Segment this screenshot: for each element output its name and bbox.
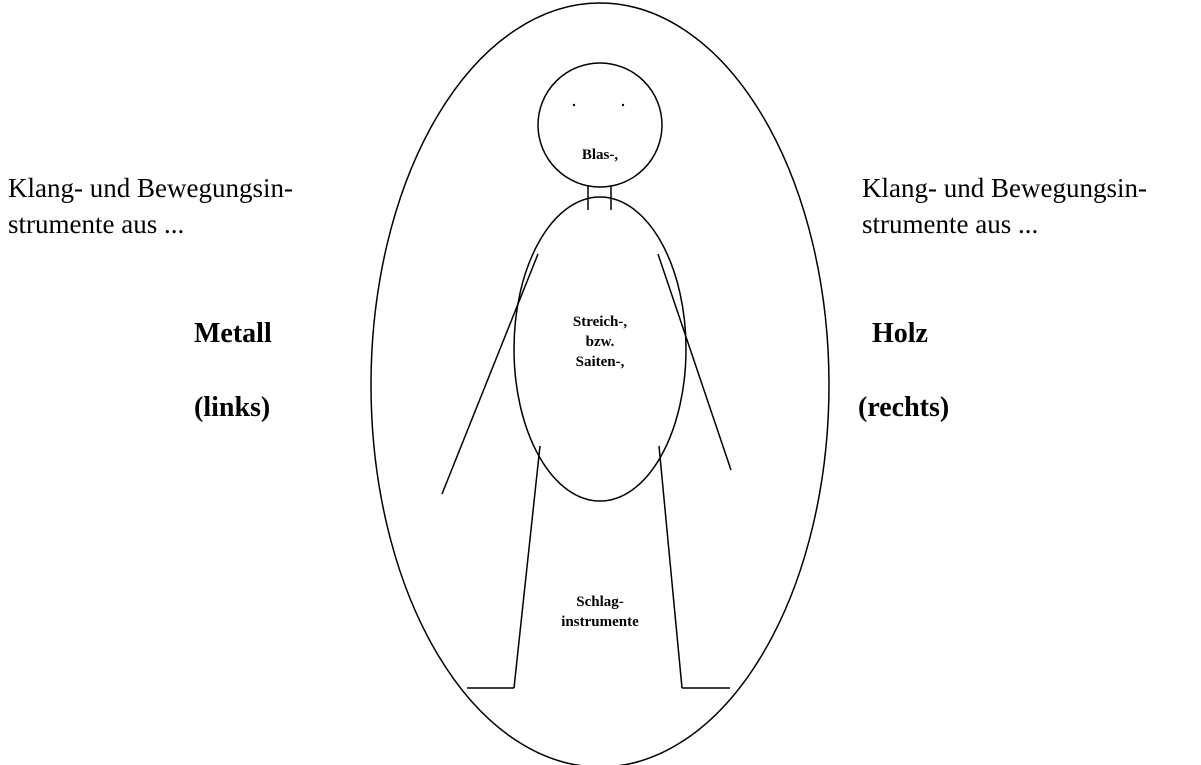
body-label-line-1: Streich-, [573, 312, 627, 332]
legs-label-line-2: instrumente [561, 612, 639, 632]
left-arm-line [442, 254, 538, 494]
right-leg-line [659, 446, 682, 688]
right-arm-line [658, 254, 731, 470]
head-circle [538, 63, 662, 187]
left-leg-line [514, 446, 540, 688]
body-label-line-3: Saiten-, [573, 352, 627, 372]
left-eye-dot [573, 104, 575, 106]
legs-label-line-1: Schlag- [561, 592, 639, 612]
right-eye-dot [622, 104, 624, 106]
outer-ellipse [371, 3, 829, 765]
head-label: Blas-, [582, 145, 618, 165]
legs-label: Schlag- instrumente [561, 592, 639, 632]
body-label: Streich-, bzw. Saiten-, [573, 312, 627, 372]
body-label-line-2: bzw. [573, 332, 627, 352]
